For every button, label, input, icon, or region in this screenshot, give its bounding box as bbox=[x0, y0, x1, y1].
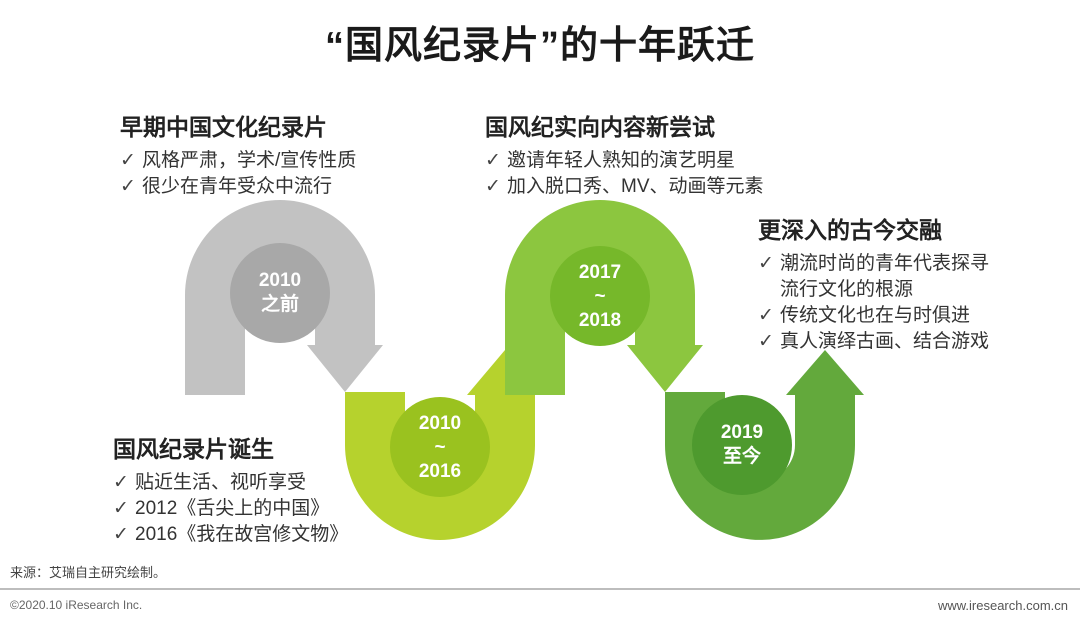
bullet-item: 流行文化的根源 bbox=[758, 277, 989, 303]
period-line: 2017 bbox=[578, 262, 622, 283]
stage-4-arrowhead bbox=[786, 350, 864, 395]
website-link[interactable]: www.iresearch.com.cn bbox=[937, 598, 1068, 613]
bullet-item: ✓ 加入脱口秀、MV、动画等元素 bbox=[485, 174, 764, 200]
stage-2-valley bbox=[345, 392, 535, 540]
checkmark-icon: ✓ bbox=[485, 176, 501, 197]
checkmark-icon: ✓ bbox=[758, 331, 774, 352]
stage-4-heading: 更深入的古今交融 bbox=[758, 217, 942, 243]
stage-4-period-label: 2019 至今 bbox=[687, 421, 797, 469]
footer-divider bbox=[0, 588, 1080, 590]
period-line: ~ bbox=[434, 437, 446, 458]
bullet-item: ✓ 潮流时尚的青年代表探寻 bbox=[758, 251, 989, 277]
bullet-item: ✓ 贴近生活、视听享受 bbox=[113, 470, 348, 496]
checkmark-icon: ✓ bbox=[758, 305, 774, 326]
period-line: 之前 bbox=[260, 294, 299, 315]
checkmark-icon: ✓ bbox=[758, 253, 774, 274]
stage-3-period-label: 2017 ~2018 bbox=[545, 261, 655, 333]
stage-2-bullets: ✓ 贴近生活、视听享受 ✓ 2012《舌尖上的中国》 ✓ 2016《我在故宫修文物》 bbox=[113, 470, 348, 548]
checkmark-icon: ✓ bbox=[120, 150, 136, 171]
checkmark-icon: ✓ bbox=[120, 176, 136, 197]
bullet-text: 邀请年轻人熟知的演艺明星 bbox=[507, 150, 736, 171]
bullet-text: 贴近生活、视听享受 bbox=[135, 472, 307, 493]
stage-2-textblock: 国风纪录片诞生 ✓ 贴近生活、视听享受 ✓ 2012《舌尖上的中国》 ✓ 2016《我在故… bbox=[113, 430, 348, 548]
bullet-text: 流行文化的根源 bbox=[780, 279, 914, 300]
stage-4-bullets: ✓ 潮流时尚的青年代表探寻流行文化的根源 ✓ 传统文化也在与时俱进 ✓ 真人演绎古画、结合… bbox=[758, 251, 989, 355]
bullet-item: ✓ 2012《舌尖上的中国》 bbox=[113, 496, 348, 522]
stage-3-heading: 国风纪实向内容新尝试 bbox=[485, 114, 715, 140]
checkmark-icon: ✓ bbox=[113, 472, 129, 493]
period-line: 2019 bbox=[720, 422, 764, 443]
period-line: 2016 bbox=[418, 461, 462, 482]
stage-1-circle bbox=[230, 243, 330, 343]
bullet-text: 风格严肃，学术/宣传性质 bbox=[142, 150, 357, 171]
stage-1-bullets: ✓ 风格严肃，学术/宣传性质 ✓ 很少在青年受众中流行 bbox=[120, 148, 356, 200]
bullet-text: 加入脱口秀、MV、动画等元素 bbox=[507, 176, 764, 197]
source-note: 来源：艾瑞自主研究绘制。 bbox=[10, 565, 167, 580]
period-line: 2010 bbox=[258, 270, 302, 291]
bullet-item: ✓ 2016《我在故宫修文物》 bbox=[113, 522, 348, 548]
bullet-text: 潮流时尚的青年代表探寻 bbox=[780, 253, 990, 274]
period-line: 2010 bbox=[418, 413, 462, 434]
period-line: 至今 bbox=[722, 446, 761, 467]
stage-2-period-label: 2010 ~2016 bbox=[385, 412, 495, 484]
bullet-item: ✓ 邀请年轻人熟知的演艺明星 bbox=[485, 148, 764, 174]
checkmark-icon: ✓ bbox=[113, 524, 129, 545]
bullet-text: 2012《舌尖上的中国》 bbox=[135, 498, 330, 519]
bullet-item: ✓ 传统文化也在与时俱进 bbox=[758, 303, 989, 329]
bullet-text: 传统文化也在与时俱进 bbox=[780, 305, 971, 326]
bullet-item: ✓ 很少在青年受众中流行 bbox=[120, 174, 356, 200]
stage-2-heading: 国风纪录片诞生 bbox=[113, 436, 274, 462]
stage-1-textblock: 早期中国文化纪录片 ✓ 风格严肃，学术/宣传性质 ✓ 很少在青年受众中流行 bbox=[120, 108, 356, 200]
bullet-item: ✓ 风格严肃，学术/宣传性质 bbox=[120, 148, 356, 174]
page-title: “国风纪录片”的十年跃迁 bbox=[324, 25, 755, 67]
stage-4-circle bbox=[692, 395, 792, 495]
bullet-text: 2016《我在故宫修文物》 bbox=[135, 524, 349, 545]
stage-3-arch bbox=[505, 200, 695, 395]
stage-1-arrowhead bbox=[307, 345, 383, 392]
stage-3-bullets: ✓ 邀请年轻人熟知的演艺明星 ✓ 加入脱口秀、MV、动画等元素 bbox=[485, 148, 764, 200]
checkmark-icon: ✓ bbox=[113, 498, 129, 519]
stage-4-textblock: 更深入的古今交融 ✓潮流时尚的青年代表探寻流行文化的根源✓传统文化也在与时俱进✓… bbox=[758, 211, 989, 355]
checkmark-icon: ✓ bbox=[485, 150, 501, 171]
stage-3-arrowhead bbox=[627, 345, 703, 392]
stage-3-textblock: 国风纪实向内容新尝试 ✓ 邀请年轻人熟知的演艺明星 ✓ 加入脱口秀、MV、动画等元素 bbox=[485, 108, 764, 200]
stage-2-circle bbox=[390, 397, 490, 497]
bullet-item: ✓ 真人演绎古画、结合游戏 bbox=[758, 329, 989, 355]
period-line: 2018 bbox=[578, 310, 622, 331]
stage-1-period-label: 2010 之前 bbox=[225, 269, 335, 317]
stage-1-heading: 早期中国文化纪录片 bbox=[120, 114, 327, 140]
bullet-text: 很少在青年受众中流行 bbox=[142, 176, 333, 197]
stage-3-circle bbox=[550, 246, 650, 346]
stage-1-arch bbox=[185, 200, 375, 395]
bullet-text: 真人演绎古画、结合游戏 bbox=[780, 331, 990, 352]
copyright-text: ©2020.10 iResearch Inc. bbox=[10, 598, 143, 612]
period-line: ~ bbox=[594, 286, 606, 307]
